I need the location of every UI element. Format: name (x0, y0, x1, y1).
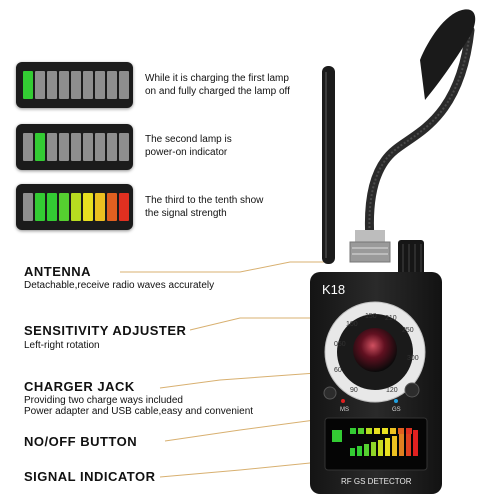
led-segment (71, 193, 81, 221)
antenna-desc: Detachable,receive radio waves accuratel… (24, 280, 215, 291)
led-segment (23, 71, 33, 99)
dial-number: 210 (385, 315, 397, 322)
gs-label: GS (392, 407, 401, 413)
dial-number: 050 (334, 341, 346, 348)
led-segment (95, 133, 105, 161)
led-segment (95, 71, 105, 99)
note-line: the signal strength (145, 208, 227, 219)
note-line: on and fully charged the lamp off (145, 86, 290, 97)
antenna-rod (322, 66, 335, 264)
led-segment (107, 193, 117, 221)
dial-number: 60 (334, 367, 342, 374)
charger-desc-2: Power adapter and USB cable,easy and con… (24, 406, 254, 417)
led-segment (119, 133, 129, 161)
led-segment (23, 133, 33, 161)
onoff-label: NO/OFF BUTTON (24, 434, 138, 449)
led-segment (83, 71, 93, 99)
led-segment (59, 133, 69, 161)
led-segment (71, 71, 81, 99)
led-segment (119, 193, 129, 221)
led-bar-signal (16, 184, 133, 230)
note-line: The third to the tenth show (145, 195, 264, 206)
charger-jack[interactable] (323, 386, 337, 400)
gooseneck-probe (364, 25, 475, 245)
dial-number: 120 (386, 387, 398, 394)
dial-number: 250 (402, 327, 414, 334)
connector-base (349, 241, 391, 263)
sensitivity-desc: Left-right rotation (24, 340, 100, 351)
note-charging: While it is charging the first lamp on a… (145, 72, 290, 98)
led-segment (47, 193, 57, 221)
ms-label: MS (340, 407, 349, 413)
power-button[interactable] (404, 382, 420, 398)
led-segment (119, 71, 129, 99)
charger-desc-1: Providing two charge ways included (24, 395, 183, 406)
led-segment (59, 193, 69, 221)
note-power: The second lamp is power-on indicator (145, 133, 232, 159)
note-line: While it is charging the first lamp (145, 73, 289, 84)
gooseneck-texture (368, 29, 471, 241)
sensitivity-label: SENSITIVITY ADJUSTER (24, 323, 187, 338)
dial-numbers: 100 150 210 250 300 050 60 90 120 (334, 313, 419, 394)
signal-bars (350, 430, 418, 456)
probe-tip (420, 9, 476, 101)
led-segment (107, 133, 117, 161)
model-label: K18 (322, 282, 345, 297)
charger-label: CHARGER JACK (24, 379, 135, 394)
leader-line-charger (159, 371, 331, 389)
sensitivity-knob (398, 240, 424, 278)
battery-icon (332, 430, 342, 442)
dial-number: 100 (346, 321, 358, 328)
dial-number: 90 (350, 387, 358, 394)
led-segment (35, 71, 45, 99)
led-bar-charging (16, 62, 133, 108)
led-segment (71, 133, 81, 161)
led-segment (47, 133, 57, 161)
led-bar-power (16, 124, 133, 170)
led-segment (47, 71, 57, 99)
gs-indicator-icon (394, 399, 398, 403)
signal-bars-top (350, 428, 412, 434)
led-segment (23, 193, 33, 221)
leader-line-signal (159, 459, 341, 478)
led-segment (83, 193, 93, 221)
note-line: The second lamp is (145, 134, 232, 145)
note-signal: The third to the tenth show the signal s… (145, 194, 263, 220)
dial-number: 150 (365, 313, 377, 320)
device-footer-label: RF GS DETECTOR (341, 477, 412, 486)
connector-top (355, 230, 385, 242)
led-segment (59, 71, 69, 99)
leader-line-antenna (120, 261, 330, 273)
led-segment (35, 193, 45, 221)
dial-number: 300 (407, 355, 419, 362)
led-segment (95, 193, 105, 221)
antenna-highlight (325, 72, 327, 258)
led-segment (107, 71, 117, 99)
note-line: power-on indicator (145, 147, 228, 158)
led-segment (35, 133, 45, 161)
antenna-label: ANTENNA (24, 264, 92, 279)
ms-indicator-icon (341, 399, 345, 403)
signal-label: SIGNAL INDICATOR (24, 469, 156, 484)
led-segment (83, 133, 93, 161)
detector-lens (353, 328, 397, 372)
